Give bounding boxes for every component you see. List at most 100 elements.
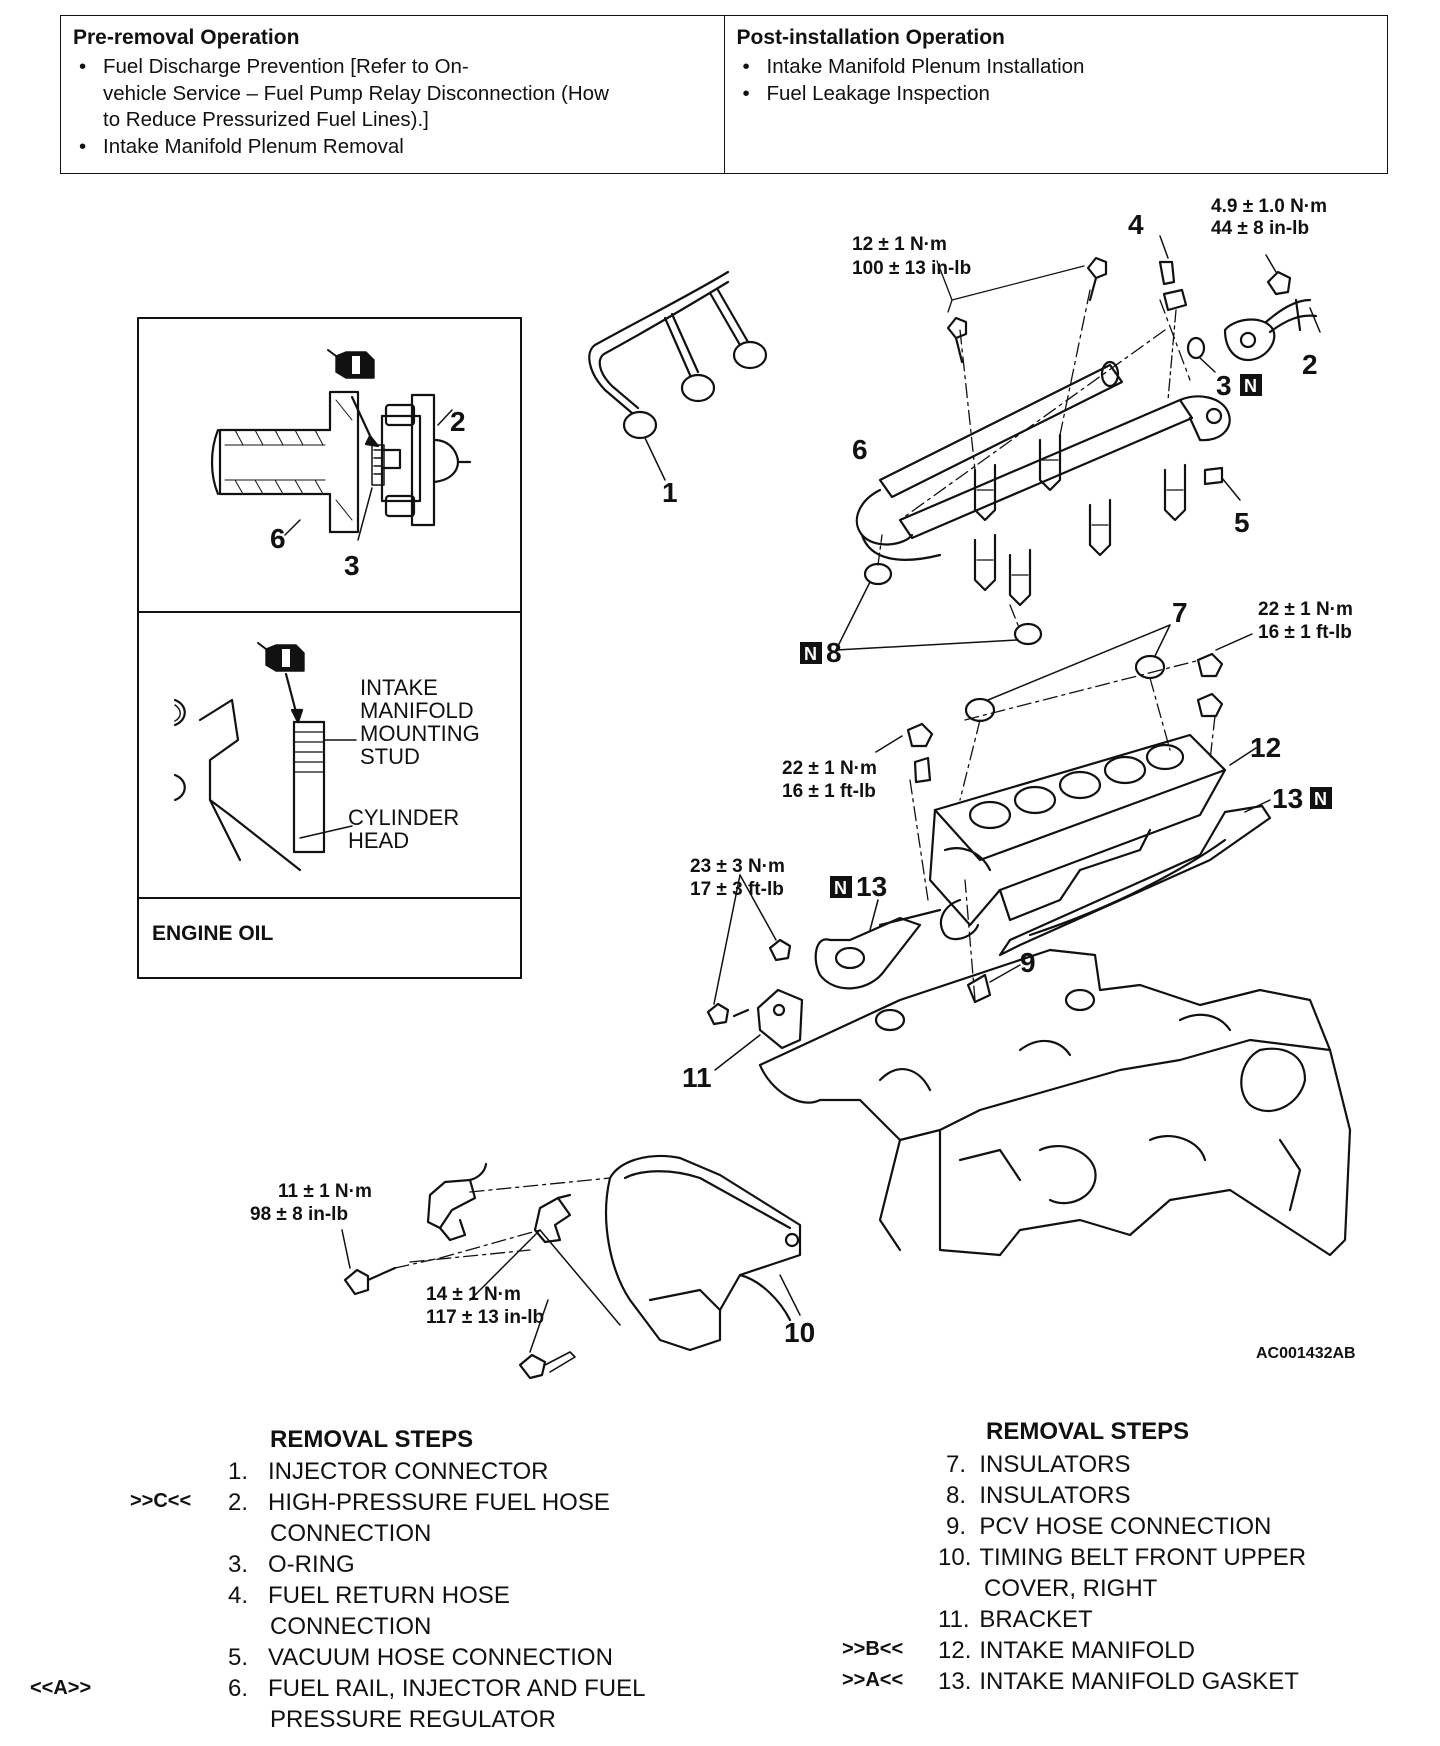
callout-6-inset: 6 (270, 523, 286, 554)
intake-manifold (909, 659, 1257, 941)
callout-7: 7 (1172, 597, 1188, 628)
injector-connector-harness (588, 270, 768, 481)
fuel-return-clamp (1158, 235, 1188, 401)
callout-13-left: 13 (856, 871, 887, 902)
post-installation-heading: Post-installation Operation (736, 26, 1005, 49)
torque-spec-line2: 16 ± 1 ft-lb (782, 781, 876, 802)
stud-label-line3: MOUNTING (360, 721, 480, 746)
removal-step: 1. INJECTOR CONNECTOR (227, 1458, 549, 1485)
callout-4: 4 (1128, 209, 1144, 240)
removal-step: 2. HIGH-PRESSURE FUEL HOSE (227, 1489, 610, 1516)
rail-bolt (936, 256, 1108, 364)
new-part-mark: N (804, 644, 817, 664)
stud-label-line1: INTAKE (360, 675, 438, 700)
removal-step: 5. VACUUM HOSE CONNECTION (227, 1644, 613, 1671)
removal-step-continued: CONNECTION (270, 1613, 432, 1640)
removal-step: 4. FUEL RETURN HOSE (227, 1582, 510, 1609)
torque-spec-line1: 14 ± 1 N·m (426, 1284, 521, 1305)
step-mark: >>C<< (130, 1490, 192, 1512)
exploded-diagram: 2 6 3 INTAKE MANIFOLD MOUNTING STUD CYLI… (137, 196, 1356, 1380)
callout-10: 10 (784, 1317, 815, 1348)
callout-11: 11 (682, 1062, 712, 1093)
pre-removal-column: Pre-removal Operation Fuel Discharge Pre… (61, 16, 724, 173)
step-mark: >>A<< (842, 1669, 904, 1691)
rail-section-detail (210, 390, 472, 541)
removal-step: 10. TIMING BELT FRONT UPPER (938, 1544, 1307, 1571)
new-part-icon (800, 642, 822, 664)
pre-removal-heading: Pre-removal Operation (73, 26, 300, 49)
callout-3-inset: 3 (344, 550, 360, 581)
engine-block (758, 948, 1352, 1257)
torque-spec-line1: 22 ± 1 N·m (782, 758, 877, 779)
removal-steps-title-left: REMOVAL STEPS (270, 1426, 474, 1453)
oil-can-icon (257, 642, 305, 672)
callout-9: 9 (1020, 947, 1036, 978)
new-part-icon (830, 876, 852, 898)
removal-step-continued: COVER, RIGHT (984, 1575, 1158, 1602)
removal-step-continued: PRESSURE REGULATOR (270, 1706, 556, 1733)
timing-belt-cover (604, 1154, 802, 1352)
oil-can-icon (327, 349, 375, 379)
post-installation-list: Intake Manifold Plenum Installation Fuel… (737, 54, 1376, 107)
bracket (706, 874, 804, 1071)
engine-oil-label: ENGINE OIL (152, 922, 274, 945)
stud-detail (173, 672, 357, 872)
callout-12: 12 (1250, 732, 1281, 763)
torque-spec-line2: 44 ± 8 in-lb (1211, 218, 1309, 239)
torque-spec-line2: 16 ± 1 ft-lb (1258, 622, 1352, 643)
step-mark: >>B<< (842, 1638, 904, 1660)
torque-spec-line2: 117 ± 13 in-lb (426, 1307, 544, 1328)
detail-inset (137, 317, 522, 979)
torque-spec-line1: 22 ± 1 N·m (1258, 599, 1353, 620)
torque-spec-line1: 11 ± 1 N·m (278, 1181, 372, 1202)
removal-step-continued: CONNECTION (270, 1520, 432, 1547)
removal-step: 8. INSULATORS (945, 1482, 1131, 1509)
fuel-rail-assembly (855, 289, 1231, 631)
callout-5: 5 (1234, 507, 1250, 538)
pre-removal-list: Fuel Discharge Prevention [Refer to On- … (73, 54, 712, 160)
callout-1: 1 (662, 477, 678, 508)
vacuum-hose (1203, 466, 1241, 501)
torque-spec-line1: 4.9 ± 1.0 N·m (1211, 196, 1327, 217)
stud-label-line2: MANIFOLD (360, 698, 474, 723)
cylinder-head-label-line1: CYLINDER (348, 805, 459, 830)
cylinder-head-label-line2: HEAD (348, 828, 409, 853)
pcv-hose (964, 879, 1021, 1004)
removal-step: 11. BRACKET (938, 1606, 1093, 1633)
step-mark: <<A>> (30, 1677, 92, 1699)
removal-step: 6. FUEL RAIL, INJECTOR AND FUEL (227, 1675, 646, 1702)
removal-step: 9. PCV HOSE CONNECTION (945, 1513, 1272, 1540)
manifold-insulators (875, 624, 1253, 784)
removal-step: 13. INTAKE MANIFOLD GASKET (938, 1668, 1299, 1695)
pre-removal-item: Intake Manifold Plenum Removal (73, 134, 712, 161)
torque-spec-line2: 17 ± 3 ft-lb (690, 879, 784, 900)
operations-table: Pre-removal Operation Fuel Discharge Pre… (60, 15, 1388, 174)
new-part-mark: N (1244, 376, 1257, 396)
callout-2: 2 (1302, 349, 1318, 380)
torque-spec-line1: 23 ± 3 N·m (690, 856, 785, 877)
callout-8: 8 (826, 637, 842, 668)
new-part-mark: N (834, 878, 847, 898)
callout-3: 3 (1216, 370, 1232, 401)
torque-spec-line2: 98 ± 8 in-lb (250, 1204, 348, 1225)
stud-label-line4: STUD (360, 744, 420, 769)
torque-spec-line1: 12 ± 1 N·m (852, 234, 947, 255)
high-pressure-hose (1186, 254, 1321, 373)
callout-6: 6 (852, 434, 868, 465)
pre-removal-item: Fuel Discharge Prevention [Refer to On- … (73, 54, 712, 134)
removal-step: 7. INSULATORS (945, 1451, 1131, 1478)
post-installation-column: Post-installation Operation Intake Manif… (723, 16, 1388, 173)
callout-2-inset: 2 (450, 406, 466, 437)
intake-manifold-gasket (814, 799, 1272, 990)
torque-spec-line2: 100 ± 13 in-lb (852, 258, 971, 279)
post-installation-item: Intake Manifold Plenum Installation (737, 54, 1376, 81)
new-part-icon (1310, 787, 1332, 809)
removal-steps-title-right: REMOVAL STEPS (986, 1418, 1190, 1445)
post-installation-item: Fuel Leakage Inspection (737, 81, 1376, 108)
cover-clips (341, 1162, 621, 1380)
new-part-icon (1240, 374, 1262, 396)
removal-step: 3. O-RING (227, 1551, 355, 1578)
callout-13: 13 (1272, 783, 1303, 814)
rail-insulator (835, 534, 1043, 651)
new-part-mark: N (1314, 789, 1327, 809)
